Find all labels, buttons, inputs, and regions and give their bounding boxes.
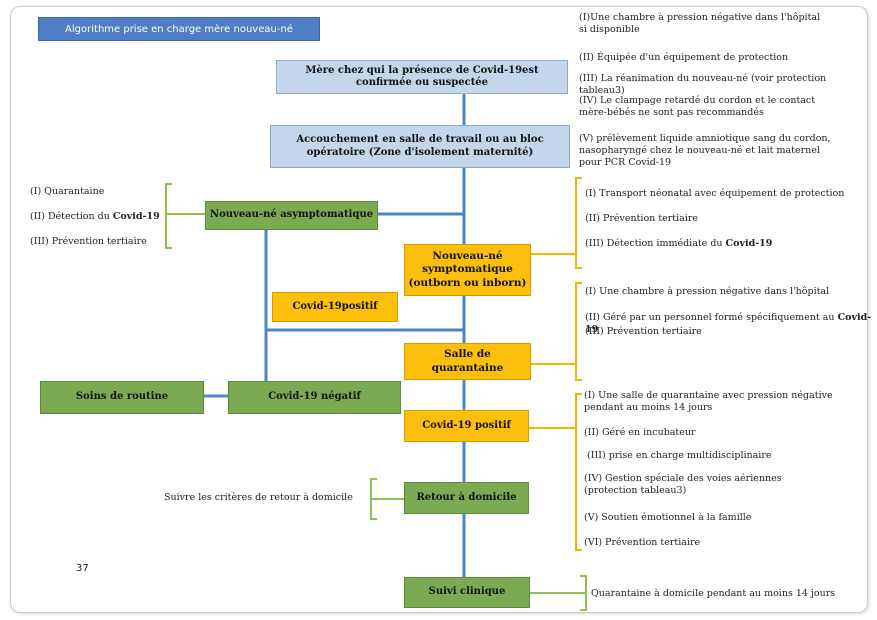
note-top-right-4: (IV) Le clampage retardé du cordon et le…: [579, 95, 816, 118]
note-quarantaine-2: (II) Géré par un personnel formé spécifi…: [585, 312, 872, 335]
note-retour-domicile: Suivre les critères de retour à domicile: [164, 492, 353, 503]
box-salle-quarantaine: Salle de quarantaine: [404, 343, 531, 380]
note-sympto-2: (II) Prévention tertiaire: [585, 213, 699, 224]
note-asympto-1: (I) Quarantaine: [30, 186, 105, 197]
note-quarantaine-1: (I) Une chambre à pression négative dans…: [585, 286, 830, 297]
diagram-title: Algorithme prise en charge mère nouveau-…: [38, 17, 320, 41]
note-sympto-3: (III) Détection immédiate du Covid-19: [585, 238, 773, 249]
box-nouveau-ne-symptomatique: Nouveau-né symptomatique (outborn ou inb…: [404, 244, 531, 296]
box-soins-routine: Soins de routine: [40, 381, 204, 414]
slide-frame: [10, 6, 868, 613]
box-retour-domicile: Retour à domicile: [404, 482, 529, 514]
box-suivi-clinique: Suivi clinique: [404, 577, 530, 608]
note-top-right-2: (II) Équipée d'un équipement de protecti…: [579, 52, 789, 63]
note-asympto-3: (III) Prévention tertiaire: [30, 236, 147, 247]
note-positif-1: (I) Une salle de quarantaine avec pressi…: [584, 390, 833, 413]
note-suivi-clinique: Quarantaine à domicile pendant au moins …: [591, 588, 836, 599]
note-top-right-3: (III) La réanimation du nouveau-né (voir…: [579, 73, 827, 96]
box-mere: Mère chez qui la présence de Covid-19est…: [276, 60, 568, 94]
note-positif-4: (IV) Gestion spéciale des voies aérienne…: [584, 473, 782, 496]
note-positif-3: (III) prise en charge multidisciplinaire: [587, 450, 772, 461]
note-positif-2: (II) Géré en incubateur: [584, 427, 696, 438]
box-covid-negatif: Covid-19 négatif: [228, 381, 401, 414]
note-top-right-1: (I)Une chambre à pression négative dans …: [579, 12, 821, 35]
note-asympto-2: (II) Détection du Covid-19: [30, 211, 160, 222]
note-top-right-5: (V) prélèvement liquide amniotique sang …: [579, 133, 831, 168]
note-positif-6: (VI) Prévention tertiaire: [584, 537, 701, 548]
box-covid-positif-right: Covid-19 positif: [404, 410, 529, 442]
box-nouveau-ne-asymptomatique: Nouveau-né asymptomatique: [205, 201, 378, 230]
page-number: 37: [76, 563, 89, 574]
note-sympto-1: (I) Transport néonatal avec équipement d…: [585, 188, 845, 199]
note-quarantaine-3: (III) Prévention tertiaire: [585, 326, 702, 337]
note-positif-5: (V) Soutien émotionnel à la famille: [584, 512, 752, 523]
box-covid-positif-left: Covid-19positif: [272, 292, 398, 322]
box-accouchement: Accouchement en salle de travail ou au b…: [270, 125, 570, 168]
